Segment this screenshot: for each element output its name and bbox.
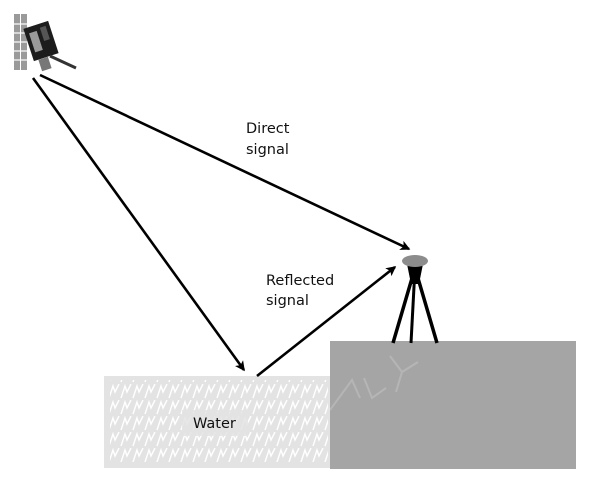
water-label: Water — [193, 416, 236, 432]
gps-receiver-tripod-icon — [391, 255, 439, 344]
reflected-signal-label-line2: signal — [266, 293, 309, 309]
incident-signal-arrow — [31, 77, 246, 372]
satellite-icon — [14, 14, 77, 72]
reflected-signal-arrow — [256, 265, 397, 378]
reflected-signal-label-line1: Reflected — [266, 273, 334, 289]
direct-signal-arrow — [39, 73, 411, 251]
direct-signal-label-line2: signal — [246, 142, 289, 158]
watermark — [329, 355, 419, 411]
signal-paths — [31, 73, 411, 378]
direct-signal-label-line1: Direct — [246, 121, 290, 137]
water-area — [104, 376, 332, 468]
ground-block — [330, 341, 576, 469]
